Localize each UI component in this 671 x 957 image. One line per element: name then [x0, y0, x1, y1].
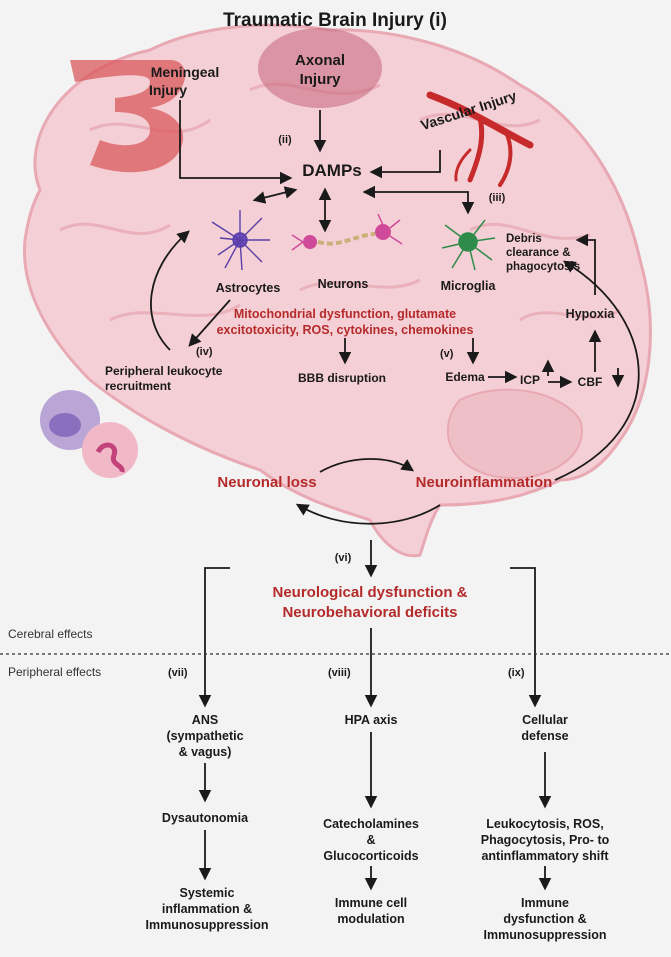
leukocyte-label-2: recruitment — [105, 379, 171, 393]
marker-viii: (viii) — [328, 667, 351, 679]
ans-label-1: ANS — [192, 713, 218, 727]
axonal-label-2: Injury — [300, 71, 341, 88]
catecholamines-label-2: & — [366, 833, 375, 847]
marker-vi: (vi) — [335, 552, 352, 564]
immune-mod-label-1: Immune cell — [335, 896, 407, 910]
immune-dys-label-1: Immune — [521, 896, 569, 910]
systemic-label-1: Systemic — [180, 886, 235, 900]
debris-label-2: clearance & — [506, 247, 571, 259]
cbf-label: CBF — [578, 375, 603, 389]
icp-label: ICP — [520, 373, 540, 387]
microglia-icon — [441, 219, 496, 271]
astrocyte-icon — [211, 210, 270, 271]
damps-label: DAMPs — [302, 161, 362, 180]
arrow-vascular-to-damps — [369, 150, 441, 179]
neuro-dysfunction-label-1: Neurological dysfunction & — [272, 584, 467, 601]
catecholamines-label-3: Glucocorticoids — [323, 849, 418, 863]
brain-illustration — [22, 23, 652, 558]
arrow-damps-astrocytes — [252, 186, 298, 204]
marker-ix: (ix) — [508, 667, 525, 679]
cerebral-effects-label: Cerebral effects — [8, 627, 93, 641]
arrow-inflammation-to-loss — [295, 503, 441, 525]
bbb-label: BBB disruption — [298, 371, 386, 385]
debris-label-3: phagocytosis — [506, 261, 580, 273]
meningeal-injury-icon — [70, 60, 186, 173]
vascular-injury-icon — [426, 91, 534, 187]
marker-iv: (iv) — [196, 346, 213, 358]
arrow-loss-to-inflammation — [319, 458, 415, 473]
dysautonomia-label: Dysautonomia — [162, 811, 249, 825]
immune-dys-label-3: Immunosuppression — [484, 928, 607, 942]
axonal-injury-icon — [258, 28, 382, 108]
immune-mod-label-2: modulation — [337, 912, 404, 926]
neuro-dysfunction-label-2: Neurobehavioral deficits — [282, 604, 457, 621]
meningeal-label-1: Meningeal — [151, 64, 219, 80]
marker-vii: (vii) — [168, 667, 188, 679]
edema-label: Edema — [445, 370, 485, 384]
neuronal-loss-label: Neuronal loss — [217, 474, 316, 491]
immune-dys-label-2: dysfunction & — [503, 912, 586, 926]
arrow-meningeal-to-damps — [179, 100, 293, 185]
neuroinflammation-label: Neuroinflammation — [416, 474, 553, 491]
marker-ii: (ii) — [278, 134, 292, 146]
arrow-inflammation-to-debris — [554, 260, 640, 481]
arrow-to-cellular — [510, 567, 542, 708]
leukocytosis-label-2: Phagocytosis, Pro- to — [481, 833, 610, 847]
arrow-astrocytes-to-leukocyte — [188, 299, 231, 347]
catecholamines-label-1: Catecholamines — [323, 817, 419, 831]
arrow-to-ans — [198, 567, 230, 708]
hpa-label: HPA axis — [345, 713, 398, 727]
hypoxia-label: Hypoxia — [566, 307, 616, 321]
arrow-leukocyte-loop — [150, 230, 190, 351]
figure-title: Traumatic Brain Injury (i) — [223, 10, 447, 31]
leukocyte-label-1: Peripheral leukocyte — [105, 364, 223, 378]
systemic-label-2: inflammation & — [162, 902, 252, 916]
cellular-label-2: defense — [521, 729, 568, 743]
leukocytosis-label-1: Leukocytosis, ROS, — [486, 817, 603, 831]
mito-label-1: Mitochondrial dysfunction, glutamate — [234, 307, 456, 321]
systemic-label-3: Immunosuppression — [146, 918, 269, 932]
neurons-icon — [291, 213, 403, 251]
astrocytes-label: Astrocytes — [216, 281, 281, 295]
axonal-label-1: Axonal — [295, 52, 345, 69]
arrow-hypoxia-to-debris — [575, 233, 596, 295]
arrow-damps-microglia — [362, 185, 475, 215]
meningeal-label-2: Injury — [149, 82, 187, 98]
ans-label-2: (sympathetic — [166, 729, 243, 743]
marker-iii: (iii) — [489, 192, 506, 204]
leukocytosis-label-3: antinflammatory shift — [481, 849, 609, 863]
leukocyte-icon — [40, 390, 138, 478]
neurons-label: Neurons — [318, 277, 369, 291]
marker-v: (v) — [440, 348, 454, 360]
microglia-label: Microglia — [441, 279, 497, 293]
peripheral-effects-label: Peripheral effects — [8, 665, 101, 679]
debris-label-1: Debris — [506, 233, 542, 245]
ans-label-3: & vagus) — [179, 745, 232, 759]
mito-label-2: excitotoxicity, ROS, cytokines, chemokin… — [217, 323, 474, 337]
cellular-label-1: Cellular — [522, 713, 568, 727]
